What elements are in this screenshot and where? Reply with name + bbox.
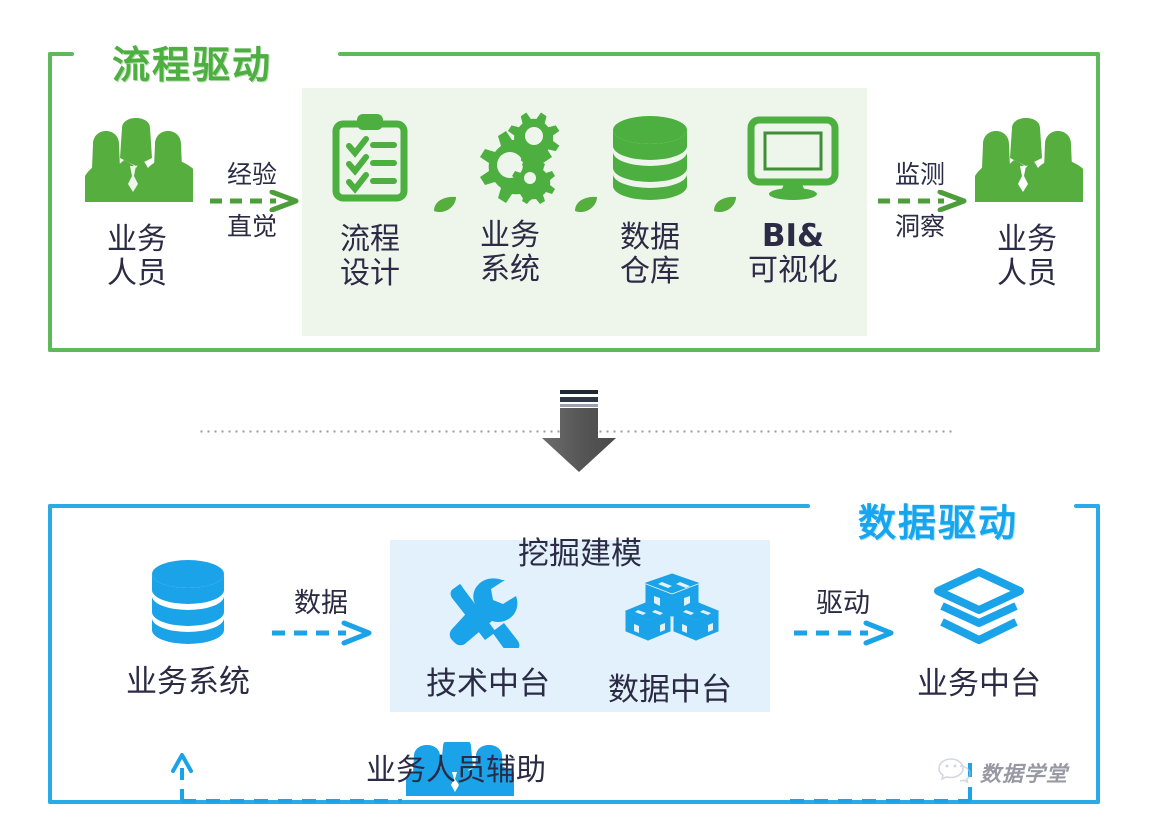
node-business-system-blue: 业务系统 [118, 558, 258, 700]
connector-drive: 驱动 [790, 588, 896, 646]
watermark: 数据学堂 [938, 756, 1068, 789]
section-title-process-driven: 流程驱动 [112, 43, 273, 87]
clipboard-checklist-icon [312, 112, 428, 209]
frame-border-left [48, 52, 52, 352]
wechat-icon [938, 756, 972, 789]
node-label-line1: 业务 [480, 218, 540, 253]
node-label: 技术中台 [426, 666, 550, 702]
process-pipeline-panel [302, 88, 867, 336]
wrench-screwdriver-icon [412, 576, 564, 654]
pebble-separator-2 [573, 194, 599, 221]
frame-border-bottom [48, 348, 1100, 352]
node-label: 数据中台 [608, 672, 732, 708]
node-label-line2: 人员 [107, 255, 167, 291]
node-label-line1: 流程 [340, 222, 400, 257]
section-title-data-driven: 数据驱动 [858, 501, 1019, 545]
database-stack-icon [118, 558, 258, 649]
pebble-separator-3 [712, 194, 738, 221]
down-arrow-icon [540, 388, 618, 479]
feedback-label: 业务人员辅助 [366, 753, 546, 788]
dashed-arrow-right-icon [872, 189, 968, 212]
connector-label: 数据 [294, 588, 348, 619]
frame-border-top-left [48, 52, 74, 56]
pebble-separator-1 [432, 194, 458, 221]
process-driven-frame [48, 52, 1100, 352]
node-technology-midplatform: 技术中台 [412, 576, 564, 702]
frame-border-top-right [338, 52, 1100, 56]
connector-label-top: 监测 [894, 160, 945, 189]
people-group-icon [962, 118, 1092, 207]
node-label-line1: 业务 [107, 222, 167, 257]
layers-stack-icon [908, 566, 1050, 655]
boxes-icon [594, 572, 746, 655]
data-driven-frame [48, 504, 1100, 804]
node-process-design: 流程 设计 [312, 112, 428, 290]
frame-border-top-right [1074, 504, 1100, 508]
node-business-staff-right: 业务 人员 [962, 118, 1092, 290]
frame-border-bottom [48, 800, 1100, 804]
connector-monitor-insight: 监测 洞察 [872, 160, 968, 241]
node-label-line2: 系统 [480, 251, 540, 287]
frame-border-right [1096, 52, 1100, 352]
node-data-warehouse: 数据 仓库 [592, 114, 708, 288]
watermark-text: 数据学堂 [980, 761, 1068, 786]
connector-data: 数据 [268, 588, 374, 646]
node-data-midplatform: 数据中台 [594, 572, 746, 708]
node-label-line2: 设计 [340, 255, 400, 291]
node-label-line2: 可视化 [748, 252, 838, 288]
node-business-midplatform: 业务中台 [908, 566, 1050, 702]
people-group-icon-feedback [402, 738, 520, 801]
node-label-line2: 人员 [997, 255, 1057, 291]
node-label: 业务中台 [917, 666, 1041, 702]
node-bi-visualization: BI& 可视化 [728, 114, 858, 287]
node-business-system: 业务 系统 [452, 108, 568, 286]
connector-label-bottom: 洞察 [894, 211, 945, 241]
connector-experience-intuition: 经验 直觉 [204, 160, 300, 241]
people-group-icon [72, 118, 202, 207]
dashed-arrow-right-icon [268, 620, 374, 646]
connector-label: 驱动 [816, 588, 870, 619]
node-label-line1: 数据 [620, 220, 680, 255]
monitor-screen-icon [728, 114, 858, 207]
node-business-staff-left: 业务 人员 [72, 118, 202, 290]
node-label: 业务系统 [126, 664, 250, 700]
frame-border-right [1096, 504, 1100, 804]
gears-icon [452, 108, 568, 209]
feedback-loop-path [150, 745, 1030, 805]
connector-label-bottom: 直觉 [226, 211, 277, 241]
database-stack-icon [592, 114, 708, 207]
node-label-line2: 仓库 [620, 253, 680, 289]
connector-label-top: 经验 [226, 160, 277, 189]
dashed-arrow-right-icon [204, 189, 300, 212]
frame-border-left [48, 504, 52, 804]
dashed-arrow-right-icon [790, 620, 896, 646]
frame-border-top-left [48, 504, 810, 508]
panel-title-mining-modeling: 挖掘建模 [518, 536, 642, 572]
node-label-line1: 业务 [997, 222, 1057, 257]
node-label-line1: BI& [761, 218, 825, 254]
